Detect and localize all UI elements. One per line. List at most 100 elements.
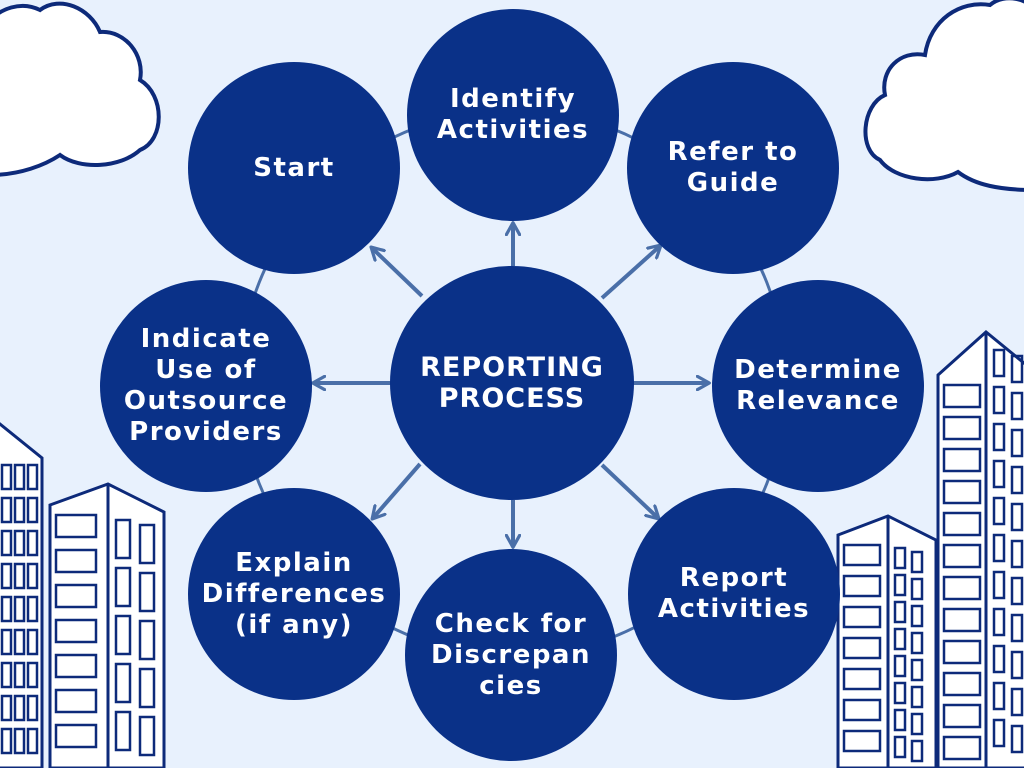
building-window — [992, 681, 1006, 711]
building-window — [0, 562, 13, 590]
building-window — [0, 595, 13, 623]
building-window — [942, 383, 982, 409]
arrow-to-report-activities — [600, 463, 658, 518]
building-window — [842, 729, 882, 753]
building-window — [0, 694, 13, 722]
building-window — [842, 605, 882, 629]
building-window — [893, 681, 907, 705]
building-right-mid-icon — [836, 514, 938, 768]
building-window — [1010, 465, 1024, 495]
building-window — [910, 658, 924, 682]
building-window — [138, 571, 156, 613]
building-window — [0, 628, 13, 656]
building-window — [1010, 613, 1024, 643]
building-window — [992, 459, 1006, 489]
step-label-check-discrepancies: Check for Discrepan cies — [430, 608, 591, 701]
step-node-start: Start — [188, 62, 400, 274]
building-window — [114, 566, 132, 608]
building-window — [910, 631, 924, 655]
building-window — [54, 548, 98, 574]
building-window — [13, 661, 26, 689]
building-window — [893, 546, 907, 570]
step-node-indicate-outsource-providers: Indicate Use of Outsource Providers — [100, 280, 312, 492]
building-window — [842, 667, 882, 691]
building-right-tall-icon — [936, 330, 1024, 768]
building-window — [0, 727, 13, 755]
building-window — [942, 543, 982, 569]
building-window — [26, 562, 39, 590]
building-window — [992, 718, 1006, 748]
building-window — [942, 447, 982, 473]
building-window — [0, 463, 13, 491]
building-window — [893, 735, 907, 759]
arrow-to-explain-differences — [373, 462, 422, 518]
arrow-to-start — [372, 248, 424, 298]
building-window — [114, 614, 132, 656]
building-window — [942, 575, 982, 601]
building-window — [26, 496, 39, 524]
building-window — [54, 618, 98, 644]
step-label-report-activities: Report Activities — [657, 563, 811, 624]
building-window — [992, 644, 1006, 674]
building-window — [992, 496, 1006, 526]
building-window — [26, 463, 39, 491]
building-window — [114, 662, 132, 704]
building-window — [13, 529, 26, 557]
building-window — [842, 698, 882, 722]
building-window — [910, 685, 924, 709]
building-window — [138, 523, 156, 565]
building-window — [942, 511, 982, 537]
building-window — [13, 628, 26, 656]
building-window — [1010, 354, 1024, 384]
building-window — [893, 654, 907, 678]
building-window — [992, 348, 1006, 378]
step-node-refer-to-guide: Refer to Guide — [627, 62, 839, 274]
building-window — [893, 573, 907, 597]
building-window — [13, 562, 26, 590]
arrow-to-refer-to-guide — [600, 246, 660, 300]
step-label-explain-differences: Explain Differences (if any) — [201, 547, 387, 640]
center-node-reporting-process: REPORTING PROCESS — [390, 266, 634, 500]
building-window — [13, 694, 26, 722]
step-label-identify-activities: Identify Activities — [436, 84, 590, 145]
building-window — [1010, 650, 1024, 680]
building-window — [13, 727, 26, 755]
building-window — [992, 570, 1006, 600]
building-window — [54, 583, 98, 609]
building-window — [893, 708, 907, 732]
building-window — [1010, 539, 1024, 569]
building-window — [1010, 428, 1024, 458]
building-window — [1010, 502, 1024, 532]
building-window — [26, 727, 39, 755]
building-window — [0, 496, 13, 524]
building-window — [54, 653, 98, 679]
step-node-check-discrepancies: Check for Discrepan cies — [405, 549, 617, 761]
center-node-label: REPORTING PROCESS — [420, 352, 604, 414]
cloud-right-icon — [863, 0, 1024, 192]
building-window — [26, 595, 39, 623]
building-window — [1010, 687, 1024, 717]
building-window — [992, 385, 1006, 415]
building-window — [138, 667, 156, 709]
building-window — [114, 710, 132, 752]
building-window — [114, 518, 132, 560]
step-label-determine-relevance: Determine Relevance — [734, 355, 902, 416]
building-window — [842, 543, 882, 567]
building-window — [893, 600, 907, 624]
building-window — [0, 661, 13, 689]
building-window — [942, 671, 982, 697]
building-window — [992, 533, 1006, 563]
building-window — [910, 577, 924, 601]
building-window — [893, 627, 907, 651]
building-window — [942, 735, 982, 761]
step-node-report-activities: Report Activities — [628, 488, 840, 700]
step-node-identify-activities: Identify Activities — [407, 9, 619, 221]
building-window — [910, 739, 924, 763]
building-window — [910, 550, 924, 574]
building-window — [942, 639, 982, 665]
building-window — [910, 712, 924, 736]
building-window — [1010, 391, 1024, 421]
building-window — [13, 463, 26, 491]
building-window — [942, 607, 982, 633]
